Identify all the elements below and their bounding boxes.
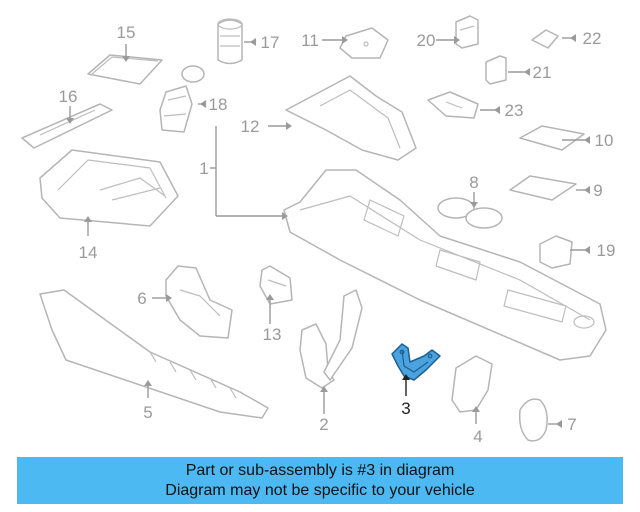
callout-18: 18 [209, 95, 228, 114]
part-1-console-assembly [283, 169, 607, 361]
part-18-lighter-assembly [159, 65, 205, 133]
part-13-clip [259, 265, 293, 305]
part-11-pad [339, 27, 389, 59]
part-7-cap [518, 398, 548, 442]
callout-13: 13 [263, 325, 282, 344]
callout-19: 19 [597, 241, 616, 260]
callout-7: 7 [567, 415, 576, 434]
part-4-bracket [451, 355, 493, 413]
part-8-cup-holder-insert [437, 197, 503, 229]
callout-4: 4 [473, 427, 482, 446]
callout-6: 6 [137, 289, 146, 308]
parts-diagram: 15 16 17 18 14 11 20 22 21 23 12 1 10 9 … [21, 15, 616, 446]
part-12-console-cover [285, 75, 417, 161]
callout-17: 17 [261, 33, 280, 52]
part-19-switch [539, 235, 573, 269]
part-16-trim-strip [21, 103, 113, 149]
banner-line-2: Diagram may not be specific to your vehi… [165, 482, 475, 499]
part-15-mat [87, 54, 163, 85]
part-21-switch [485, 55, 507, 85]
callout-20: 20 [417, 31, 436, 50]
callout-labels: 15 16 17 18 14 11 20 22 21 23 12 1 10 9 … [59, 23, 616, 446]
part-6-bracket [165, 265, 233, 339]
callout-21: 21 [533, 63, 552, 82]
part-23-bracket [427, 91, 479, 119]
part-20-switch [455, 15, 479, 49]
callout-3: 3 [401, 399, 410, 418]
arrowheads [66, 34, 590, 428]
callout-9: 9 [593, 181, 602, 200]
callout-22: 22 [583, 29, 602, 48]
callout-2: 2 [319, 415, 328, 434]
part-14-storage-tray [39, 149, 179, 227]
banner-line-1: Part or sub-assembly is #3 in diagram [185, 462, 455, 479]
part-5-side-panel [39, 289, 269, 419]
callout-11: 11 [301, 31, 319, 50]
info-banner: Part or sub-assembly is #3 in diagram Di… [17, 457, 623, 504]
callout-1: 1 [199, 159, 208, 178]
callout-10: 10 [595, 131, 614, 150]
callout-12: 12 [241, 117, 260, 136]
callout-8: 8 [469, 173, 478, 192]
callout-5: 5 [143, 403, 152, 422]
part-17-power-socket [217, 18, 243, 65]
callout-14: 14 [79, 243, 98, 262]
part-3-highlighted-bracket [391, 343, 441, 381]
callout-23: 23 [505, 101, 524, 120]
part-10-pad [519, 125, 585, 151]
callout-15: 15 [117, 23, 136, 42]
callout-16: 16 [59, 87, 78, 106]
part-2-side-panel [299, 289, 363, 389]
part-9-pad [509, 175, 577, 201]
part-22-clip [531, 29, 559, 49]
